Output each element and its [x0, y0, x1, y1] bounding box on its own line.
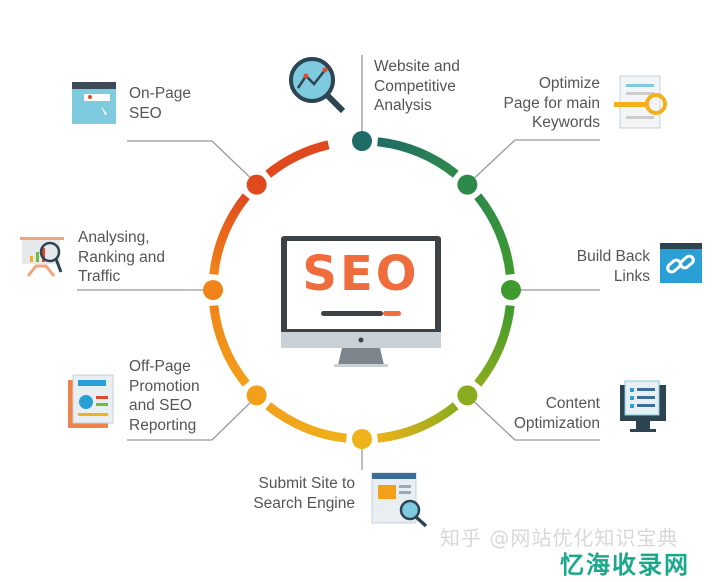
- node-label-off-page: Off-Page Promotion and SEO Reporting: [129, 358, 200, 434]
- node-label-content-optimization: Content Optimization: [513, 395, 600, 432]
- monitor-screen-text: SEO: [302, 246, 420, 302]
- ring-arc-segment: [209, 305, 250, 387]
- connector-line-1: [466, 139, 600, 186]
- ring-arc-segment: [377, 402, 459, 443]
- node-label-optimize-keywords: Optimize Page for main Keywords: [503, 75, 601, 131]
- ring-node-dot: [203, 280, 223, 300]
- ring-arc-segment: [377, 137, 459, 178]
- magnifier-chart-icon: [289, 57, 346, 114]
- node-label-build-back-links: Build Back Links: [576, 248, 650, 285]
- ring-node-dot: [501, 280, 521, 300]
- ring-arc-segment: [265, 402, 347, 443]
- presentation-chart-icon: [20, 237, 64, 277]
- node-label-on-page: On-Page SEO: [129, 85, 192, 122]
- node-label-website-analysis: Website and Competitive Analysis: [374, 58, 460, 114]
- watermark-source: 知乎 @网站优化知识宝典: [440, 526, 679, 550]
- ring-node-dot: [246, 174, 267, 195]
- node-label-analysing: Analysing, Ranking and Traffic: [78, 229, 166, 285]
- ring-arc-segment: [265, 140, 330, 178]
- ring-node-dot: [457, 174, 478, 195]
- key-document-icon: [614, 75, 667, 129]
- ring-node-dot: [246, 385, 267, 406]
- connector-line-3: [466, 394, 600, 441]
- ring-arc-segment: [209, 193, 250, 275]
- connector-line-5: [127, 394, 259, 441]
- browser-window-icon: [72, 82, 116, 124]
- ring-arc-segment: [474, 193, 515, 275]
- node-label-submit-site: Submit Site to Search Engine: [253, 475, 355, 512]
- content-monitor-icon: [620, 380, 666, 432]
- ring-node-dot: [352, 131, 372, 151]
- watermark-overlay: 忆海收录网: [560, 551, 690, 579]
- connector-line-7: [127, 140, 259, 186]
- ring-node-dot: [457, 385, 478, 406]
- seo-monitor-icon: [281, 236, 441, 367]
- ring-node-dot: [352, 429, 372, 449]
- ring-arc-segment: [474, 305, 515, 387]
- link-window-icon: [660, 243, 702, 283]
- search-page-icon: [371, 472, 428, 528]
- report-documents-icon: [68, 374, 114, 428]
